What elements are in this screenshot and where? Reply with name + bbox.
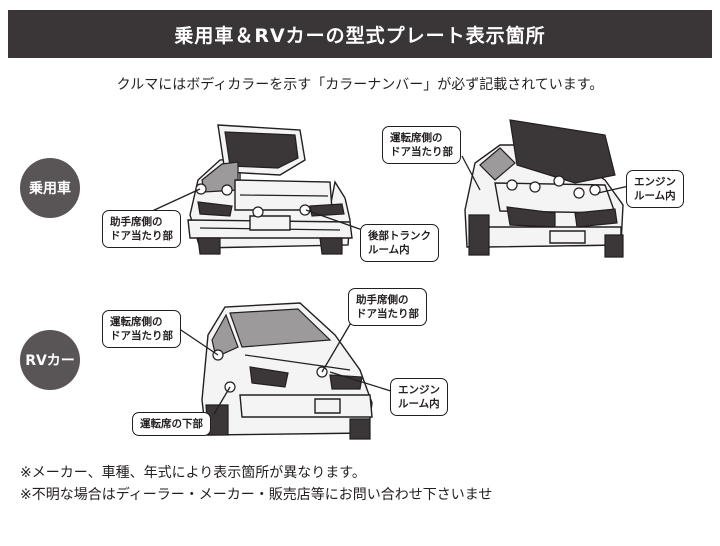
callout-line: ドア当たり部 [110,230,173,242]
rv-section-label: RVカー [25,353,75,369]
footnotes: ※メーカー、車種、年式により表示箇所が異なります。 ※不明な場合はディーラー・メ… [20,462,492,506]
callout-line: 助手席側の [110,216,163,228]
footnote-2: ※不明な場合はディーラー・メーカー・販売店等にお問い合わせ下さいませ [20,487,493,503]
rv-section-badge: RVカー [20,330,80,390]
callout-sedan-driver-door: 運転席側の ドア当たり部 [382,126,461,164]
callout-line: 運転席の下部 [140,418,203,430]
callout-rv-passenger-door: 助手席側の ドア当たり部 [348,288,427,326]
callout-sedan-trunk: 後部トランク ルーム内 [360,224,439,262]
callout-line: ルーム内 [634,190,676,202]
page-title: 乗用車＆RVカーの型式プレート表示箇所 [174,24,546,47]
callout-line: 運転席側の [390,132,443,144]
callout-line: 助手席側の [356,294,409,306]
callout-line: ドア当たり部 [390,146,453,158]
sedan-front-illustration [464,119,624,258]
sedan-section-label: 乗用車 [29,181,71,197]
callout-sedan-passenger-door: 助手席側の ドア当たり部 [102,210,181,248]
sedan-section-badge: 乗用車 [20,158,80,218]
callout-line: ルーム内 [398,398,440,410]
callout-line: ルーム内 [368,244,410,256]
callout-rv-driver-door: 運転席側の ドア当たり部 [102,310,181,348]
callout-line: 後部トランク [368,230,431,242]
callout-line: 運転席側の [110,316,163,328]
callout-line: エンジン [398,384,440,396]
sedan-rear-illustration [187,124,353,255]
callout-line: ドア当たり部 [110,330,173,342]
callout-rv-engine: エンジン ルーム内 [390,378,448,416]
footnote-1: ※メーカー、車種、年式により表示箇所が異なります。 [20,465,366,481]
subtitle: クルマにはボディカラーを示す「カラーナンバー」が必ず記載されています。 [116,77,604,93]
callout-sedan-engine: エンジン ルーム内 [626,170,684,208]
page-title-bar: 乗用車＆RVカーの型式プレート表示箇所 [8,10,712,58]
callout-line: エンジン [634,176,676,188]
callout-rv-under-seat: 運転席の下部 [132,412,211,436]
callout-line: ドア当たり部 [356,308,419,320]
